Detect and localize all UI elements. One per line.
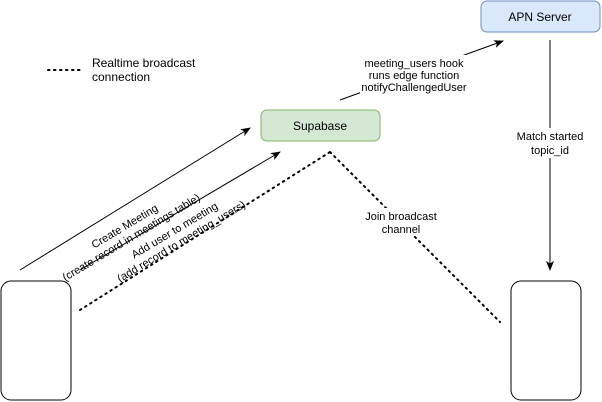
join-broadcast-label-line2: channel bbox=[382, 224, 421, 236]
legend-label-line1: Realtime broadcast bbox=[92, 56, 196, 70]
left-broadcast-connection bbox=[79, 151, 331, 311]
apn-server-node bbox=[480, 0, 601, 33]
match-started-label-bg bbox=[514, 128, 586, 158]
right-device bbox=[510, 280, 582, 401]
supabase-node bbox=[260, 109, 381, 142]
join-broadcast-label-bg bbox=[363, 208, 439, 236]
match-started-label-line2: topic_id bbox=[531, 145, 569, 157]
create-meeting-arrow bbox=[19, 127, 251, 271]
add-user-arrow bbox=[79, 151, 281, 271]
hook-label-line2: runs edge function bbox=[369, 70, 460, 82]
match-started-label-line1: Match started bbox=[517, 131, 584, 143]
join-broadcast-label-line1: Join broadcast bbox=[365, 211, 437, 223]
apn-server-label: APN Server bbox=[508, 10, 571, 24]
legend-label-line2: connection bbox=[92, 70, 150, 84]
hook-label-line3: notifyChallengedUser bbox=[361, 82, 467, 94]
hook-label-line1: meeting_users hook bbox=[364, 58, 464, 70]
left-device bbox=[0, 280, 72, 401]
hook-label-bg bbox=[360, 55, 472, 97]
right-broadcast-connection bbox=[329, 151, 501, 323]
supabase-label: Supabase bbox=[293, 119, 347, 133]
